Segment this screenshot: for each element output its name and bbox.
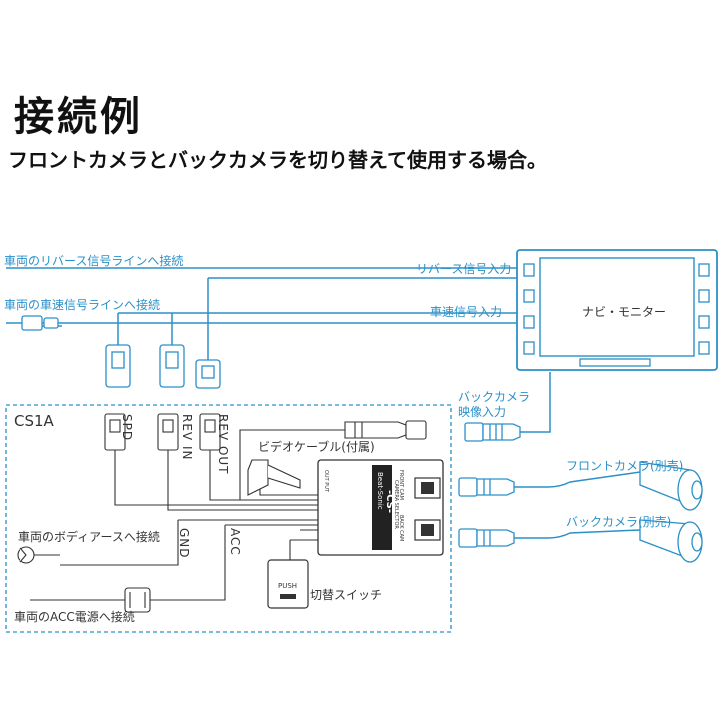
page-subtitle: フロントカメラとバックカメラを切り替えて使用する場合。 bbox=[8, 148, 547, 172]
spd-label: SPD bbox=[120, 414, 134, 442]
unit-output-label: OUT PUT bbox=[323, 470, 329, 493]
back-camera bbox=[639, 519, 703, 563]
unit-brand: Beat-Sonic bbox=[376, 472, 384, 510]
camera-selector-unit: Beat-Sonic -CS- CAMERA SELECTOR OUT PUT … bbox=[317, 459, 444, 556]
front-camera-wire bbox=[475, 471, 641, 488]
rev-out-label: REV OUT bbox=[216, 414, 230, 475]
rev-in-label: REV IN bbox=[180, 414, 194, 461]
front-camera-label: フロントカメラ(別売) bbox=[566, 459, 684, 473]
vehicle-wires bbox=[6, 267, 641, 539]
unit-subtitle: CAMERA SELECTOR bbox=[393, 480, 399, 529]
harness-wires bbox=[30, 429, 345, 601]
video-cable-label: ビデオケーブル(付属) bbox=[258, 440, 375, 454]
front-camera bbox=[639, 461, 703, 511]
camera-rca-plugs bbox=[458, 477, 515, 548]
page-title: 接続例 bbox=[14, 94, 143, 140]
back-video-label-line2: 映像入力 bbox=[458, 405, 507, 419]
speed-input-label: 車速信号入力 bbox=[430, 305, 503, 319]
back-video-label-line1: バックカメラ bbox=[458, 390, 531, 404]
reverse-signal-label: 車両のリバース信号ラインへ接続 bbox=[4, 254, 184, 268]
navi-monitor bbox=[516, 249, 718, 371]
ground-terminal bbox=[17, 546, 60, 564]
push-switch: PUSH bbox=[267, 559, 309, 609]
video-cable bbox=[247, 420, 427, 496]
harness-connectors bbox=[104, 413, 221, 451]
splice-taps bbox=[105, 344, 221, 389]
unit-model: -CS- bbox=[384, 490, 395, 513]
speed-tap-connector bbox=[21, 315, 59, 331]
back-video-plug bbox=[464, 422, 521, 442]
acc-label: ACC bbox=[228, 528, 242, 556]
monitor-label: ナビ・モニター bbox=[582, 305, 667, 319]
unit-back-label: BACK CAM bbox=[398, 515, 404, 541]
cs1a-title: CS1A bbox=[14, 412, 54, 430]
unit-front-label: FRONT CAM bbox=[398, 470, 404, 500]
back-camera-label: バックカメラ(別売) bbox=[566, 515, 672, 529]
back-camera-wire bbox=[475, 529, 641, 539]
reverse-input-label: リバース信号入力 bbox=[416, 262, 512, 276]
acc-fuse-holder bbox=[124, 587, 151, 613]
speed-signal-label: 車両の車速信号ラインへ接続 bbox=[4, 298, 161, 312]
gnd-label: GND bbox=[177, 528, 191, 559]
switch-label: 切替スイッチ bbox=[310, 588, 383, 602]
push-label: PUSH bbox=[278, 582, 297, 590]
acc-power-label: 車両のACC電源へ接続 bbox=[14, 610, 135, 624]
body-ground-label: 車両のボディアースへ接続 bbox=[18, 530, 160, 544]
